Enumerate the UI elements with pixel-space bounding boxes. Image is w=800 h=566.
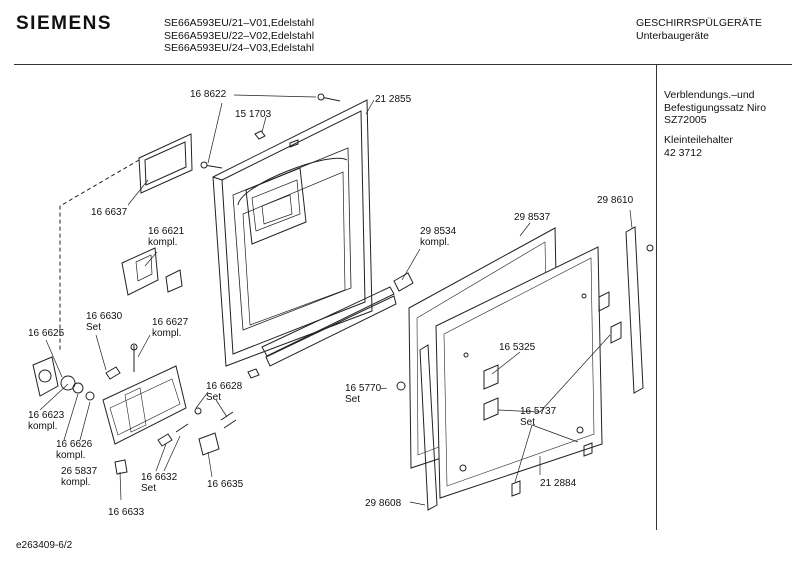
clip-part xyxy=(396,381,406,391)
kit-line: SZ72005 xyxy=(664,114,707,126)
bracket-part xyxy=(483,291,622,421)
part-label-165770: 16 5770–Set xyxy=(345,383,387,405)
mounting-panel xyxy=(435,246,603,499)
handle-bezel xyxy=(138,133,193,194)
part-label-212884: 21 2884 xyxy=(540,478,577,489)
part-label-168622: 16 8622 xyxy=(190,89,227,100)
model-line: SE66A593EU/22–V02,Edelstahl xyxy=(164,29,315,42)
side-panel-divider xyxy=(656,65,657,530)
clip-part xyxy=(114,459,128,475)
screw-part xyxy=(646,244,654,252)
ring-part xyxy=(60,375,76,391)
holder-line: 42 3712 xyxy=(664,146,702,159)
spring-part xyxy=(105,343,237,447)
leader-lines xyxy=(39,94,633,506)
kit-line: Befestigungssatz Niro xyxy=(664,101,767,114)
part-label-166633: 16 6633 xyxy=(108,507,145,518)
header-divider xyxy=(14,64,792,65)
category-title: GESCHIRRSPÜLGERÄTE Unterbaugeräte xyxy=(636,17,762,42)
ring-part xyxy=(194,407,202,415)
screw-part xyxy=(200,161,223,169)
holder-line: Kleinteilehalter xyxy=(664,134,733,146)
part-label-298537: 29 8537 xyxy=(514,212,551,223)
model-line: SE66A593EU/21–V01,Edelstahl xyxy=(164,17,315,29)
handle-cap xyxy=(32,356,59,397)
model-list: SE66A593EU/21–V01,Edelstahl SE66A593EU/2… xyxy=(164,17,314,55)
screw-part xyxy=(317,93,341,102)
part-label-165325: 16 5325 xyxy=(499,342,536,353)
category-line: GESCHIRRSPÜLGERÄTE xyxy=(636,17,763,29)
kit-line: Verblendungs.–und xyxy=(664,89,755,101)
holder-info: Kleinteilehalter 42 3712 xyxy=(664,134,733,159)
ring-part xyxy=(85,391,95,401)
part-label-166625: 16 6625 xyxy=(28,328,65,339)
brand-logo: SIEMENS xyxy=(16,13,113,34)
bottom-rail xyxy=(247,286,397,379)
side-trim-right xyxy=(625,226,644,394)
drawing-code: e263409-6/2 xyxy=(16,540,73,551)
ring-part xyxy=(72,382,84,394)
part-label-298610: 29 8610 xyxy=(597,195,634,206)
part-label-298608: 29 8608 xyxy=(365,498,402,509)
clip-part xyxy=(254,130,266,140)
foot-part xyxy=(511,442,593,497)
bracket-part xyxy=(121,247,183,296)
switch-part xyxy=(198,432,220,456)
door-frame xyxy=(212,99,373,367)
part-label-212855: 21 2855 xyxy=(375,94,412,105)
latch-part xyxy=(393,272,414,292)
category-line: Unterbaugeräte xyxy=(636,29,709,42)
guide-line xyxy=(59,159,140,350)
model-line: SE66A593EU/24–V03,Edelstahl xyxy=(164,42,315,54)
part-label-151703: 15 1703 xyxy=(235,109,272,120)
kit-info: Verblendungs.–und Befestigungssatz Niro … xyxy=(664,89,766,127)
part-label-166635: 16 6635 xyxy=(207,479,244,490)
handle-unit xyxy=(102,365,187,445)
part-label-166637: 16 6637 xyxy=(91,207,128,218)
side-trim-left xyxy=(419,344,438,511)
